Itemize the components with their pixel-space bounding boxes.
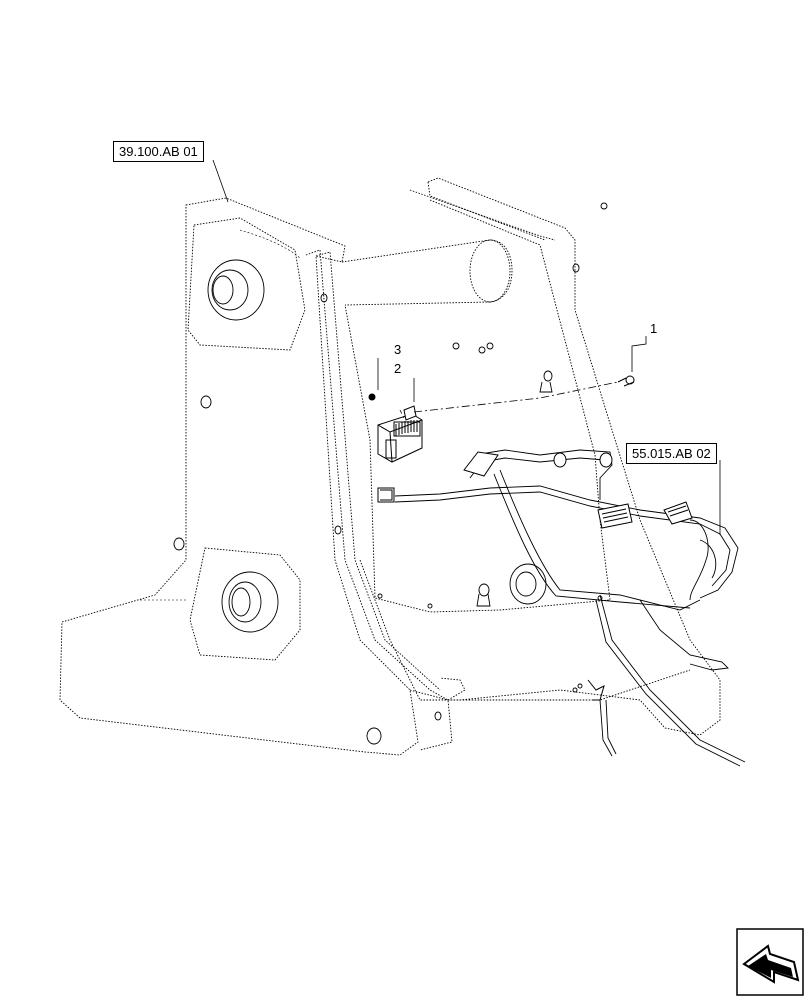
lower-pivot-pad bbox=[189, 547, 301, 661]
upper-pivot-nut bbox=[207, 259, 265, 321]
harness-grommet bbox=[509, 563, 547, 605]
wiring-harness bbox=[394, 449, 746, 767]
frame-reference-label[interactable]: 39.100.AB 01 bbox=[113, 141, 204, 162]
callout-item-1: 1 bbox=[650, 321, 658, 336]
harness-reference-label[interactable]: 55.015.AB 02 bbox=[626, 443, 717, 464]
lower-pivot-nut bbox=[221, 571, 279, 633]
cross-tube bbox=[341, 239, 513, 306]
harness-connector-left bbox=[377, 487, 395, 503]
callout-item-2: 2 bbox=[394, 361, 402, 376]
relay-module bbox=[377, 405, 423, 463]
screw bbox=[368, 393, 376, 401]
right-side-plate bbox=[359, 177, 721, 736]
inner-plate bbox=[344, 199, 611, 613]
left-side-plate bbox=[59, 197, 419, 756]
bolt bbox=[617, 375, 635, 387]
upper-pivot-pad bbox=[187, 217, 306, 351]
callout-item-3: 3 bbox=[394, 342, 402, 357]
return-arrow-icon[interactable] bbox=[736, 928, 804, 996]
